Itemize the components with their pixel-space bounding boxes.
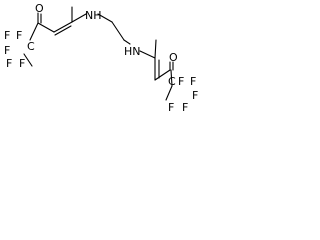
bond xyxy=(123,39,131,45)
bond xyxy=(97,13,113,23)
bond xyxy=(23,53,33,67)
atom-label-fluorine: F xyxy=(192,89,198,102)
atom-label-fluorine: F xyxy=(168,101,174,114)
bond xyxy=(111,21,125,41)
atom-label-fluorine: F xyxy=(19,57,25,70)
atom-label-fluorine: F xyxy=(16,29,22,42)
atom-label-fluorine: F xyxy=(182,101,188,114)
bond xyxy=(139,50,156,59)
bond xyxy=(54,25,72,36)
atom-label-hn: HN xyxy=(124,45,141,58)
bond xyxy=(29,22,39,41)
atom-label-fluorine: F xyxy=(190,75,196,88)
atom-label-oxygen: O xyxy=(35,2,44,15)
atom-label-nh: NH xyxy=(85,9,102,22)
bond xyxy=(37,22,55,33)
atom-label-fluorine: F xyxy=(4,29,10,42)
atom-label-fluorine: F xyxy=(4,44,10,57)
bond xyxy=(53,21,73,33)
bond xyxy=(154,39,157,59)
molecule-drawing: O NH HN O F F C F F F C F F F F F xyxy=(4,2,198,114)
structure-diagram: O NH HN O F F C F F F C F F F F F xyxy=(0,0,204,114)
bond xyxy=(71,13,87,23)
atom-label-oxygen: O xyxy=(169,51,178,64)
atom-label-carbon: C xyxy=(168,75,176,88)
bond xyxy=(154,69,171,81)
bond xyxy=(170,69,173,87)
atom-label-carbon: C xyxy=(27,40,35,53)
atom-label-fluorine: F xyxy=(178,75,184,88)
bond xyxy=(165,85,173,101)
atom-label-fluorine: F xyxy=(6,57,12,70)
